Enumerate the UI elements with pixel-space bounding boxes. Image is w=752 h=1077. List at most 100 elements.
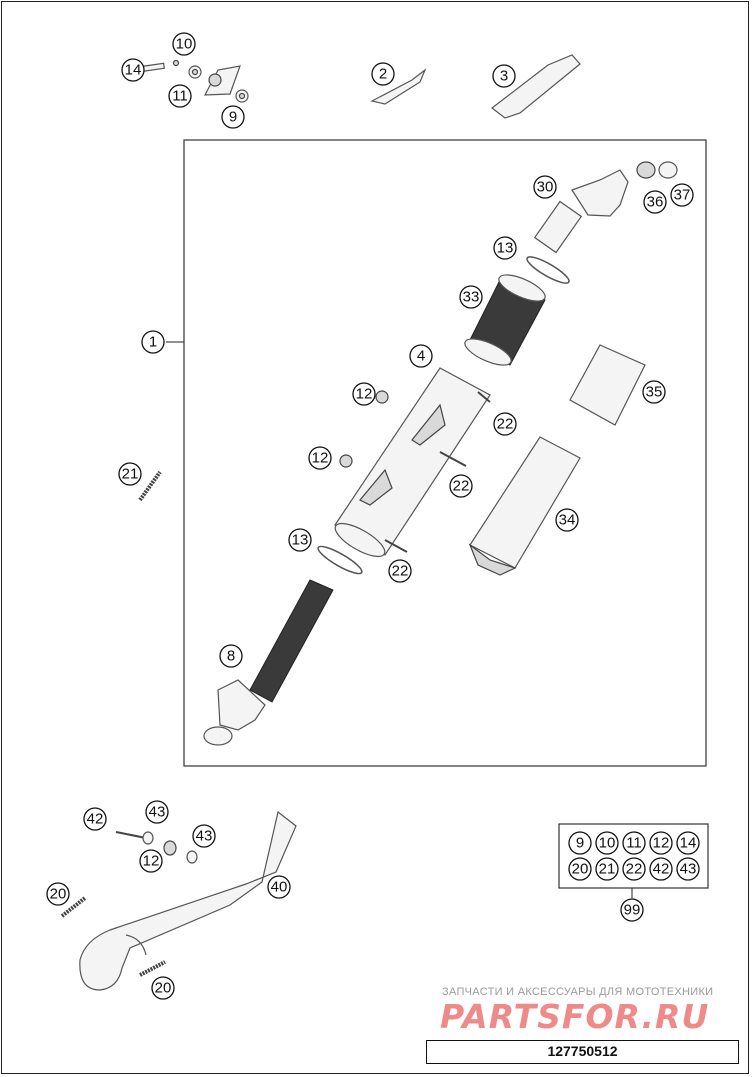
svg-text:20: 20 — [572, 861, 589, 878]
svg-text:12: 12 — [312, 450, 329, 467]
kit-callout-43: 43 — [676, 857, 700, 881]
callout-4: 4 — [409, 344, 433, 368]
watermark-logo: PARTSFOR.RU — [440, 997, 709, 1036]
kit-callout-9: 9 — [568, 831, 592, 855]
part-3-plate — [491, 54, 581, 119]
reference-number: 127750512 — [426, 1040, 739, 1064]
callout-20-bottom: 20 — [151, 976, 175, 1000]
svg-text:35: 35 — [646, 384, 663, 401]
svg-text:42: 42 — [653, 861, 670, 878]
svg-text:12: 12 — [143, 853, 160, 870]
gasket-13-upper — [526, 256, 570, 284]
top-left-hardware — [139, 59, 249, 103]
svg-text:43: 43 — [196, 828, 213, 845]
callout-1: 1 — [141, 330, 165, 354]
callout-9: 9 — [221, 105, 245, 129]
svg-text:22: 22 — [392, 563, 409, 580]
svg-text:99: 99 — [624, 902, 641, 919]
svg-text:37: 37 — [674, 187, 691, 204]
sleeve-35 — [569, 344, 646, 426]
kit-callout-20: 20 — [568, 857, 592, 881]
svg-text:22: 22 — [453, 478, 470, 495]
svg-text:9: 9 — [576, 835, 584, 852]
callout-43-lower: 43 — [192, 824, 216, 848]
callout-12-lower: 12 — [308, 446, 332, 470]
callout-10: 10 — [172, 32, 196, 56]
kit-callout-42: 42 — [649, 857, 673, 881]
callout-21: 21 — [118, 462, 142, 486]
callout-3: 3 — [492, 64, 516, 88]
end-cap-30 — [533, 161, 678, 254]
svg-text:21: 21 — [122, 466, 139, 483]
svg-text:12: 12 — [653, 835, 670, 852]
svg-text:43: 43 — [149, 804, 166, 821]
kit-callout-11: 11 — [622, 831, 646, 855]
svg-text:20: 20 — [155, 980, 172, 997]
callout-8: 8 — [219, 644, 243, 668]
callout-22-upper: 22 — [493, 412, 517, 436]
svg-text:36: 36 — [647, 194, 664, 211]
washer-12-upper — [375, 390, 389, 404]
svg-text:10: 10 — [599, 835, 616, 852]
svg-text:9: 9 — [229, 109, 237, 126]
svg-text:42: 42 — [87, 811, 104, 828]
svg-text:11: 11 — [172, 88, 188, 105]
washer-12-lower — [339, 454, 353, 468]
callout-2: 2 — [371, 62, 395, 86]
svg-text:13: 13 — [292, 532, 309, 549]
callout-99: 99 — [620, 898, 644, 922]
callout-42: 42 — [83, 807, 107, 831]
kit-callout-21: 21 — [595, 857, 619, 881]
part-2-plate — [370, 68, 427, 105]
svg-text:11: 11 — [626, 835, 642, 852]
svg-text:1: 1 — [149, 334, 157, 351]
callout-37: 37 — [670, 183, 694, 207]
callout-13-lower: 13 — [288, 528, 312, 552]
svg-text:40: 40 — [271, 879, 288, 896]
spring-21 — [138, 470, 162, 502]
svg-text:13: 13 — [497, 240, 514, 257]
silencer-assembly-box — [183, 139, 707, 767]
callout-22-middle: 22 — [449, 474, 473, 498]
svg-text:34: 34 — [559, 512, 576, 529]
callout-12-upper: 12 — [352, 382, 376, 406]
callout-20-left: 20 — [46, 882, 70, 906]
svg-text:14: 14 — [125, 62, 142, 79]
outer-shell-34 — [468, 436, 581, 576]
watermark-subtitle: ЗАПЧАСТИ И АКСЕССУАРЫ ДЛЯ МОТОТЕХНИКИ — [442, 986, 713, 998]
callout-40: 40 — [267, 875, 291, 899]
svg-text:10: 10 — [176, 36, 193, 53]
callout-11: 11 — [168, 84, 192, 108]
callout-34: 34 — [555, 508, 579, 532]
silencer-body-4 — [334, 367, 491, 558]
svg-text:30: 30 — [537, 179, 554, 196]
callout-22-lower: 22 — [388, 559, 412, 583]
callout-14: 14 — [121, 58, 145, 82]
svg-text:3: 3 — [500, 68, 508, 85]
svg-text:22: 22 — [626, 861, 643, 878]
svg-text:8: 8 — [227, 648, 235, 665]
header-pipe-40 — [79, 810, 297, 991]
kit-callout-10: 10 — [595, 831, 619, 855]
spring-20-bottom — [139, 960, 166, 977]
svg-text:21: 21 — [599, 861, 616, 878]
callout-35: 35 — [642, 380, 666, 404]
callout-36: 36 — [643, 190, 667, 214]
callout-30: 30 — [533, 175, 557, 199]
svg-text:20: 20 — [50, 886, 67, 903]
inlet-cone-8 — [203, 579, 334, 746]
gasket-13-lower — [317, 545, 363, 575]
svg-text:22: 22 — [497, 416, 514, 433]
kit-callout-12: 12 — [649, 831, 673, 855]
svg-text:2: 2 — [379, 66, 387, 83]
callout-12-header: 12 — [139, 849, 163, 873]
callout-13-upper: 13 — [493, 236, 517, 260]
svg-text:12: 12 — [356, 386, 373, 403]
svg-text:33: 33 — [463, 289, 480, 306]
callout-43-upper: 43 — [145, 800, 169, 824]
svg-text:4: 4 — [417, 348, 425, 365]
svg-text:14: 14 — [680, 835, 697, 852]
spring-20-left — [60, 896, 87, 918]
